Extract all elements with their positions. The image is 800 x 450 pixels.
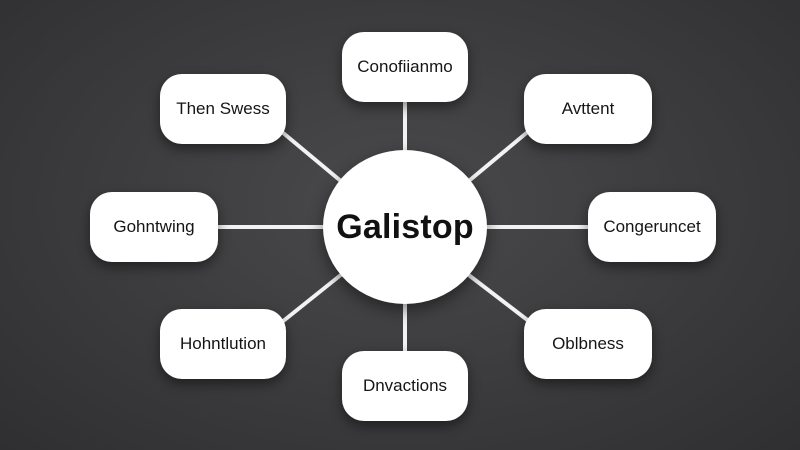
- node-top-label: Conofiianmo: [357, 57, 453, 76]
- node-top-left[interactable]: Then Swess: [160, 74, 286, 144]
- node-bottom-right-label: Oblbness: [552, 334, 624, 353]
- node-bottom-right[interactable]: Oblbness: [524, 309, 652, 379]
- connector-bottom-right: [468, 274, 532, 324]
- node-bottom-left-label: Hohntlution: [179, 334, 266, 353]
- central-hub-node[interactable]: Galistop: [323, 150, 487, 304]
- node-top-right-label: Avttent: [561, 99, 615, 118]
- node-bottom-left[interactable]: Hohntlution: [160, 309, 286, 379]
- node-top-left-label: Then Swess: [176, 99, 270, 118]
- node-bottom-label: Dnvactions: [362, 376, 448, 395]
- node-bottom[interactable]: Dnvactions: [342, 351, 468, 421]
- central-hub-label: Galistop: [336, 207, 474, 246]
- node-top[interactable]: Conofiianmo: [342, 32, 468, 102]
- connector-top-right: [468, 128, 532, 182]
- node-right[interactable]: Congeruncet: [588, 192, 716, 262]
- node-left[interactable]: Gohntwing: [90, 192, 218, 262]
- node-top-right[interactable]: Avttent: [524, 74, 652, 144]
- connector-top-left: [280, 130, 344, 184]
- node-right-label: Congeruncet: [603, 217, 701, 236]
- node-left-label: Gohntwing: [113, 217, 195, 236]
- connector-bottom-left: [280, 272, 344, 324]
